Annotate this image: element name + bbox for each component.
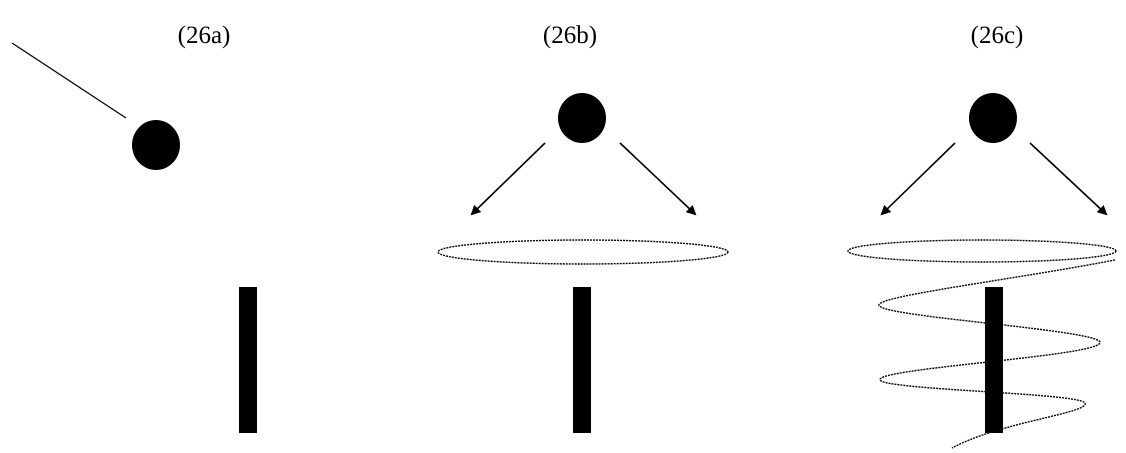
ball xyxy=(969,93,1017,143)
panel-label-26a: (26a) xyxy=(177,22,231,49)
arrow-left xyxy=(470,142,546,216)
arrow-left xyxy=(880,142,956,216)
arrow-right xyxy=(619,142,697,216)
panel-label-26c: (26c) xyxy=(970,22,1024,49)
helix-spiral xyxy=(878,259,1116,449)
panel-26b xyxy=(437,93,729,433)
pendulum-string xyxy=(11,42,127,119)
panel-label-26b: (26b) xyxy=(542,22,598,49)
ball xyxy=(558,93,606,143)
ring xyxy=(437,239,729,265)
vertical-bar xyxy=(239,287,257,433)
ring xyxy=(847,239,1117,263)
arrow-right xyxy=(1029,142,1108,216)
ball xyxy=(132,120,180,170)
vertical-bar xyxy=(985,287,1003,433)
vertical-bar xyxy=(573,287,591,433)
panel-26c xyxy=(847,93,1117,449)
panel-26a xyxy=(11,42,257,433)
